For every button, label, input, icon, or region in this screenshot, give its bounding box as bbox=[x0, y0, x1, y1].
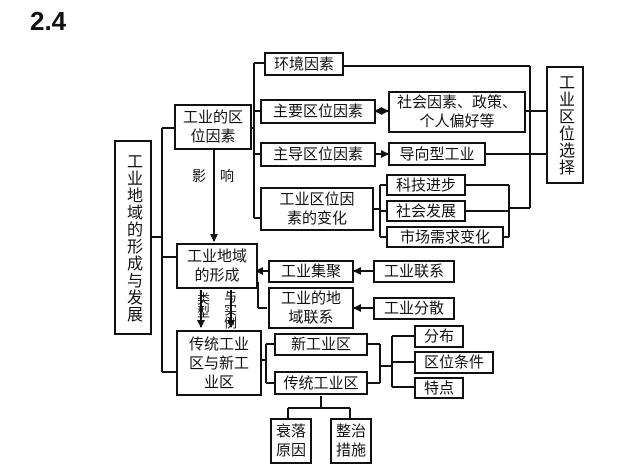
node-dispersion: 工业分散 bbox=[373, 297, 455, 320]
node-dominant-location-factors: 主导区位因素 bbox=[260, 142, 376, 167]
node-agglomeration: 工业集聚 bbox=[268, 260, 354, 283]
section-number: 2.4 bbox=[30, 6, 67, 36]
node-factor-change: 工业区位因 素的变化 bbox=[260, 187, 374, 231]
node-social-policy: 社会因素、政策、 个人偏好等 bbox=[388, 91, 526, 133]
node-traditional-area: 传统工业区 bbox=[274, 371, 368, 395]
label-and-example: 与实例 bbox=[221, 290, 236, 329]
node-formation-development: 工业地域的形成与发展 bbox=[114, 140, 152, 335]
node-environment-factors: 环境因素 bbox=[264, 52, 344, 76]
node-location-conditions: 区位条件 bbox=[414, 351, 494, 374]
node-market-change: 市场需求变化 bbox=[386, 226, 504, 248]
node-regional-links: 工业的地 域联系 bbox=[268, 287, 354, 329]
node-decline-causes: 衰落 原因 bbox=[270, 418, 312, 464]
label-type: 类型 bbox=[194, 292, 209, 318]
node-main-location-factors: 主要区位因素 bbox=[260, 99, 376, 124]
node-new-area: 新工业区 bbox=[274, 333, 368, 356]
node-location-factors: 工业的区 位因素 bbox=[174, 104, 252, 150]
node-social-development: 社会发展 bbox=[386, 200, 466, 222]
node-characteristics: 特点 bbox=[414, 377, 464, 399]
node-traditional-and-new: 传统工业 区与新工 业区 bbox=[176, 330, 262, 396]
node-oriented-industry: 导向型工业 bbox=[388, 142, 486, 166]
node-tech-progress: 科技进步 bbox=[386, 174, 466, 196]
node-industrial-link: 工业联系 bbox=[373, 260, 455, 283]
node-industrial-area-formation: 工业地域 的形成 bbox=[176, 243, 258, 289]
node-location-choice: 工业区位选择 bbox=[546, 66, 584, 184]
node-distribution: 分布 bbox=[414, 325, 464, 348]
node-remediation: 整治 措施 bbox=[330, 418, 372, 464]
label-influence: 影 响 bbox=[192, 169, 234, 185]
